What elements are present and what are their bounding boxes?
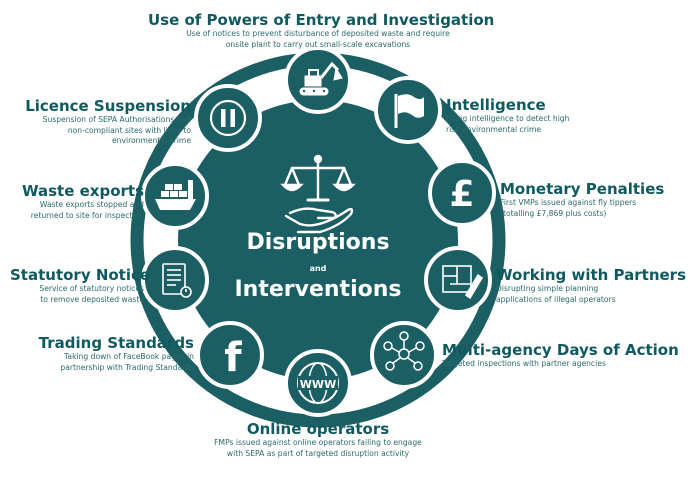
icon-partners-circle (424, 246, 492, 314)
center-title-line3: Interventions (234, 277, 402, 302)
icon-multiagency-circle (370, 321, 438, 389)
center-title-line2: and (309, 264, 327, 273)
notice-icon (162, 263, 192, 298)
online-block: Online operators FMPs issued against onl… (178, 421, 458, 459)
trading-title: Trading Standards (38, 334, 194, 352)
partners-block: Working with Partners Disrupting simple … (496, 267, 691, 305)
entry-title: Use of Powers of Entry and Investigation (148, 11, 495, 29)
intelligence-desc: Using intelligence to detect high risk e… (446, 114, 570, 134)
flag-icon (394, 94, 424, 128)
exports-desc: Waste exports stopped and returned to si… (30, 200, 144, 220)
multiagency-title: Multi-agency Days of Action (442, 341, 679, 359)
network-icon (383, 331, 425, 371)
excavator-icon (299, 61, 343, 96)
icon-licence-circle (194, 84, 262, 152)
entry-block: Use of Powers of Entry and Investigation… (148, 11, 495, 50)
statutory-title: Statutory Notice (10, 266, 151, 284)
licence-block: Licence Suspension Suspension of SEPA Au… (10, 98, 191, 147)
partners-title: Working with Partners (496, 266, 686, 284)
ship-icon (155, 180, 196, 210)
blueprint-icon (442, 265, 484, 300)
penalties-title: Monetary Penalties (500, 180, 665, 198)
exports-block: Waste exports Waste exports stopped and … (10, 183, 144, 221)
partners-desc: Disrupting simple planning applications … (496, 284, 616, 304)
entry-desc: Use of notices to prevent disturbance of… (186, 29, 450, 49)
trading-desc: Taking down of FaceBook pages in partner… (60, 352, 194, 372)
intelligence-block: Intelligence Using intelligence to detec… (446, 97, 666, 135)
center-disc (178, 100, 458, 380)
multiagency-block: Multi-agency Days of Action Targeted ins… (442, 342, 690, 370)
penalties-block: Monetary Penalties First VMPs issued aga… (500, 181, 690, 219)
scales-hand-icon (280, 154, 356, 234)
icon-penalties-circle (428, 159, 496, 227)
online-title: Online operators (246, 420, 390, 438)
statutory-desc: Service of statutory notices to remove d… (39, 284, 144, 304)
icon-trading-circle (196, 321, 264, 389)
online-desc: FMPs issued against online operators fai… (214, 438, 422, 458)
licence-title: Licence Suspension (25, 97, 191, 115)
exports-title: Waste exports (21, 182, 144, 200)
center-title-line1: Disruptions (246, 230, 390, 255)
pound-icon: £ (449, 174, 474, 215)
pause-icon (209, 99, 247, 137)
multiagency-desc: Targeted inspections with partner agenci… (442, 359, 606, 368)
penalties-desc: First VMPs issued against fly tippers (t… (500, 198, 637, 218)
svg-text:WWW: WWW (300, 378, 336, 391)
www-icon: WWW (297, 362, 339, 404)
statutory-block: Statutory Notice Service of statutory no… (10, 266, 151, 305)
trading-block: Trading Standards Taking down of FaceBoo… (10, 335, 194, 373)
licence-desc: Suspension of SEPA Authorisations and no… (42, 115, 191, 145)
intelligence-title: Intelligence (446, 96, 546, 114)
facebook-icon: f (224, 335, 242, 381)
